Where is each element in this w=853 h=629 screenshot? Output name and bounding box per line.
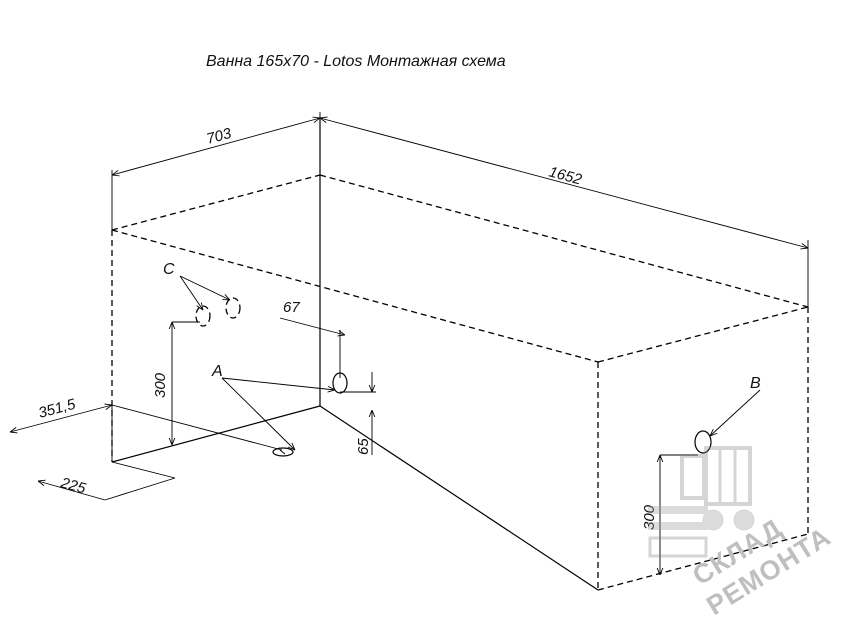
overflow-hole-c2: [225, 297, 241, 319]
dimension-label-67: 67: [283, 299, 300, 316]
floor-drain-a: [272, 447, 294, 457]
dimension-703: 703: [112, 112, 320, 230]
dimension-label-300-c: 300: [152, 372, 169, 398]
label-b: B: [750, 375, 761, 392]
dimension-1652: 1652: [320, 118, 808, 307]
label-c: C: [163, 261, 175, 278]
hole-b: [694, 430, 712, 454]
overflow-hole-c1: [195, 305, 211, 327]
diagram-title: Ванна 165x70 - Lotos Монтажная схема: [206, 53, 506, 70]
dimension-label-351-5: 351,5: [37, 396, 78, 422]
dimension-225: 225: [38, 461, 176, 501]
forklift-watermark-icon: [648, 446, 755, 558]
dimension-300-b: 300: [641, 454, 698, 575]
openings: [195, 297, 712, 457]
dimension-65: 65: [340, 372, 376, 455]
dimension-label-1652: 1652: [547, 163, 584, 188]
dimension-300-c: 300: [152, 321, 200, 445]
label-a: A: [211, 363, 223, 380]
dimension-67: 67: [279, 299, 345, 378]
dimension-label-65: 65: [355, 438, 372, 455]
dimension-label-703: 703: [205, 125, 234, 148]
leaders: [179, 275, 761, 450]
dimension-label-300-b: 300: [641, 504, 658, 530]
bathtub-solid-edges: [111, 118, 599, 591]
dimension-label-225: 225: [58, 474, 88, 497]
drain-hole-a: [332, 372, 348, 394]
